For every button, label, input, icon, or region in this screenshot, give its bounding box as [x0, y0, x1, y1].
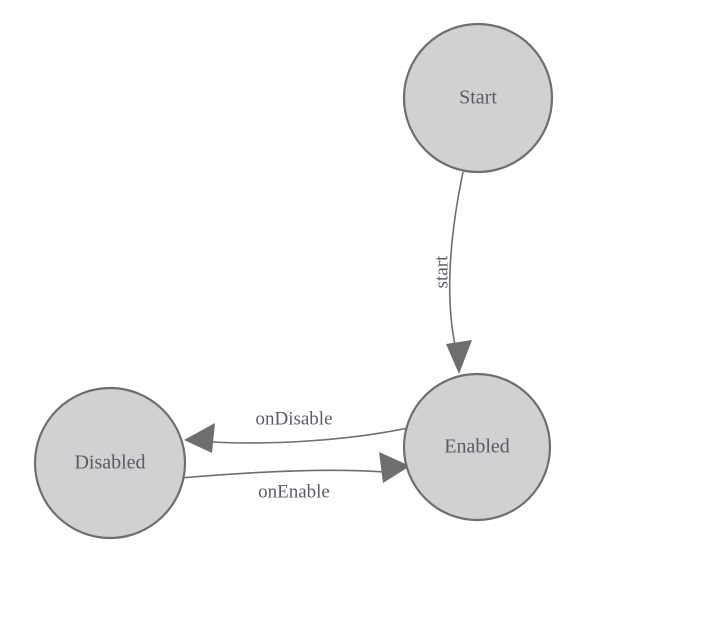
state-node-start-circle	[402, 22, 554, 174]
edge-enabled-to-disabled-path	[195, 427, 409, 444]
edge-start-to-enabled-path	[448, 171, 464, 346]
edge-start-to-enabled-arrowhead	[446, 340, 472, 374]
edge-label-start: start	[431, 255, 452, 288]
edge-disabled-to-enabled-arrowhead	[379, 452, 410, 483]
state-node-start-label: Start	[459, 87, 497, 109]
edge-disabled-to-enabled-path	[179, 469, 386, 479]
state-node-enabled[interactable]: Enabled	[402, 372, 552, 522]
state-node-start[interactable]: Start	[402, 22, 554, 174]
state-node-enabled-circle	[402, 372, 552, 522]
state-node-disabled-label: Disabled	[74, 452, 145, 474]
state-node-disabled-circle	[33, 386, 187, 540]
edge-label-onenable: onEnable	[258, 481, 330, 502]
edge-label-ondisable: onDisable	[255, 408, 332, 429]
state-node-enabled-label: Enabled	[444, 436, 510, 458]
state-node-disabled[interactable]: Disabled	[33, 386, 187, 540]
edge-enabled-to-disabled-arrowhead	[184, 423, 215, 453]
edge-disabled-to-enabled[interactable]: onEnable	[179, 452, 410, 502]
edge-start-to-enabled[interactable]: start	[431, 171, 472, 374]
edge-enabled-to-disabled[interactable]: onDisable	[184, 408, 409, 453]
